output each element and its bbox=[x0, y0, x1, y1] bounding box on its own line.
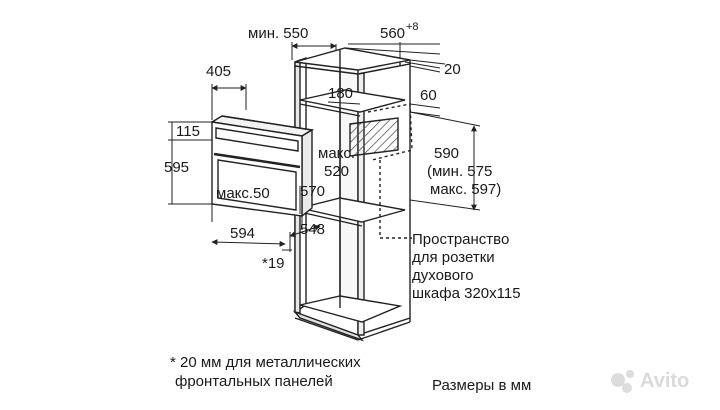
dim-595: 595 bbox=[164, 159, 189, 176]
oven-handle bbox=[213, 152, 301, 169]
dim-594: 594 bbox=[230, 225, 255, 242]
dim-max520-label: макс. bbox=[318, 145, 355, 162]
oven-control-panel bbox=[215, 127, 299, 152]
dim-560-tolerance: +8 bbox=[406, 21, 419, 33]
footnote-line-1: * 20 мм для металлических bbox=[170, 354, 361, 371]
oven bbox=[209, 115, 315, 218]
dim-590-min: (мин. 575 bbox=[427, 163, 492, 180]
oven-door-glass bbox=[217, 159, 297, 211]
dim-590: 590 bbox=[434, 145, 459, 162]
dim-405: 405 bbox=[206, 63, 231, 80]
dim-180: 180 bbox=[328, 85, 353, 102]
dim-570: 570 bbox=[300, 183, 325, 200]
socket-note-line-2: для розетки bbox=[412, 249, 495, 266]
dim-115: 115 bbox=[176, 123, 200, 140]
notes: Пространство для розетки духового шкафа … bbox=[170, 231, 531, 394]
ventilation-cutout bbox=[349, 117, 399, 157]
socket-note-line-3: духового bbox=[412, 267, 474, 284]
dim-20: 20 bbox=[444, 61, 461, 78]
socket-note-line-1: Пространство bbox=[412, 231, 509, 248]
dim-548: 548 bbox=[300, 221, 325, 238]
avito-watermark: Avito bbox=[611, 370, 689, 393]
dim-max50: макс.50 bbox=[216, 185, 270, 202]
dim-star-19: *19 bbox=[262, 255, 285, 272]
oven-side bbox=[301, 128, 313, 218]
footnote-line-2: фронтальных панелей bbox=[175, 373, 333, 390]
cabinet-bottom bbox=[299, 295, 403, 323]
dim-min-550: мин. 550 bbox=[248, 25, 308, 42]
dimension-labels: мин. 550 560 +8 20 405 180 60 115 макс. … bbox=[164, 21, 501, 272]
dimension-lines bbox=[168, 42, 481, 252]
avito-watermark-text: Avito bbox=[640, 370, 689, 392]
socket-note-line-4: шкафа 320x115 bbox=[412, 285, 521, 302]
units-note: Размеры в мм bbox=[432, 377, 531, 394]
dim-560: 560 bbox=[380, 25, 405, 42]
cabinet-middle-shelf bbox=[299, 197, 406, 223]
dim-60: 60 bbox=[420, 87, 437, 104]
dim-max520-value: 520 bbox=[324, 163, 349, 180]
dim-590-max: макс. 597) bbox=[430, 181, 501, 198]
avito-logo-icon bbox=[611, 373, 625, 387]
socket-space-outline bbox=[379, 160, 412, 239]
